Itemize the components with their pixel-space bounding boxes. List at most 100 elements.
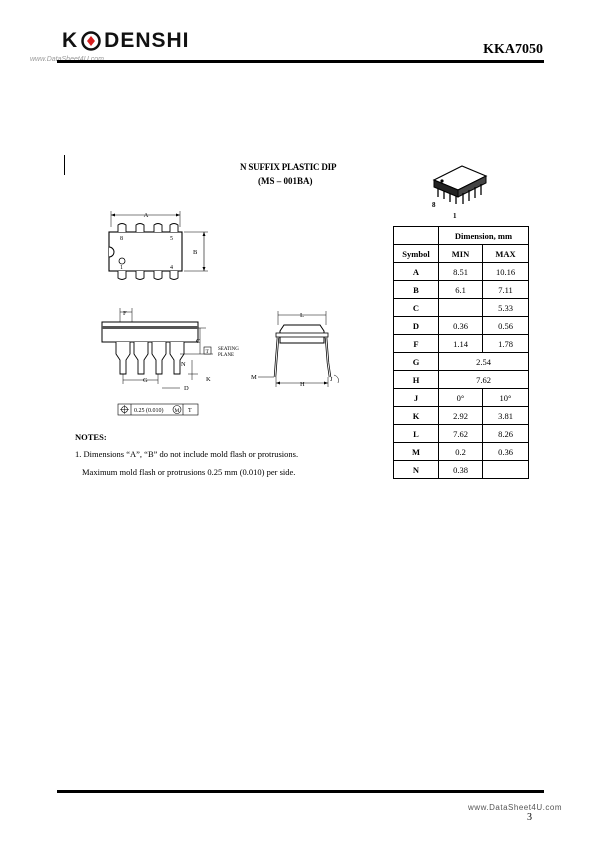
pin-8-label: 8 <box>432 201 436 209</box>
cell-symbol: M <box>393 442 439 461</box>
pin-4-number: 4 <box>170 265 173 271</box>
dim-f-label: F <box>123 310 127 317</box>
cell-max: 7.11 <box>482 280 529 299</box>
part-number: KKA7050 <box>483 42 543 57</box>
dim-d-label: D <box>184 385 189 392</box>
dim-l-label: L <box>300 312 304 319</box>
cell-symbol: J <box>393 388 439 407</box>
pin-8-number: 8 <box>120 236 123 242</box>
table-row: C 5.33 <box>393 298 529 317</box>
cell-min: 8.51 <box>438 262 483 281</box>
dim-k-label: K <box>206 376 211 383</box>
cell-max: 10° <box>482 388 529 407</box>
tolerance-value: 0.25 (0.010) <box>134 407 164 414</box>
logo-mark-icon <box>81 31 101 51</box>
cell-min: 2.92 <box>438 406 483 425</box>
cell-max: 5.33 <box>482 298 529 317</box>
table-header-row: Dimension, mm <box>393 226 529 245</box>
header-dimension: Dimension, mm <box>438 226 529 245</box>
seating-plane-label-1: SEATING <box>218 347 239 352</box>
company-logo: K DENSHI <box>62 29 190 52</box>
watermark-bottom[interactable]: www.DataSheet4U.com <box>468 803 562 812</box>
cell-max: 8.26 <box>482 424 529 443</box>
cell-min <box>438 298 483 317</box>
cell-symbol: K <box>393 406 439 425</box>
header-blank <box>393 226 439 245</box>
cell-symbol: A <box>393 262 439 281</box>
header-symbol: Symbol <box>393 244 439 263</box>
cell-max: 10.16 <box>482 262 529 281</box>
dim-j-label: J <box>330 376 333 383</box>
header-max: MAX <box>482 244 529 263</box>
watermark-top[interactable]: www.DataSheet4U.com <box>30 56 104 63</box>
dim-b-label: B <box>193 249 198 256</box>
cell-max <box>482 460 529 479</box>
cell-min: 0° <box>438 388 483 407</box>
page-number: 3 <box>527 812 532 823</box>
top-view-drawing: A 8 5 1 4 B <box>108 211 208 280</box>
chip-pins <box>437 184 482 204</box>
logo-letter-k: K <box>62 29 79 52</box>
package-title: N SUFFIX PLASTIC DIP <box>240 162 337 172</box>
pin-5-number: 5 <box>170 236 173 242</box>
header-rule <box>57 60 544 63</box>
dim-n-label: N <box>181 361 186 368</box>
tolerance-t-label: T <box>188 408 192 414</box>
side-view-drawing: F T SEATING PLANE C N K G D 0.25 (0.010)… <box>101 308 239 416</box>
cell-max: 1.78 <box>482 334 529 353</box>
cell-span: 2.54 <box>438 352 529 371</box>
seating-plane-label-2: PLANE <box>218 353 234 358</box>
cell-symbol: F <box>393 334 439 353</box>
table-subheader-row: Symbol MIN MAX <box>393 244 529 263</box>
seating-t-label: T <box>206 349 210 355</box>
end-view-drawing: L H M J <box>251 311 339 388</box>
dim-h-label: H <box>300 381 305 388</box>
chip-body <box>432 165 488 198</box>
note-line-1: 1. Dimensions “A”, “B” do not include mo… <box>75 449 299 459</box>
dip-package-3d-drawing: 8 1 <box>432 165 488 220</box>
cell-min: 0.38 <box>438 460 483 479</box>
cell-symbol: L <box>393 424 439 443</box>
dim-g-label: G <box>143 377 148 384</box>
cell-min: 1.14 <box>438 334 483 353</box>
cell-symbol: D <box>393 316 439 335</box>
cell-symbol: H <box>393 370 439 389</box>
cell-symbol: N <box>393 460 439 479</box>
dim-m-label: M <box>251 374 257 381</box>
dim-a-label: A <box>144 212 149 219</box>
package-subtitle: (MS – 001BA) <box>258 176 313 186</box>
cell-min: 0.36 <box>438 316 483 335</box>
cell-max: 3.81 <box>482 406 529 425</box>
cell-max: 0.36 <box>482 442 529 461</box>
pin-1-label: 1 <box>453 212 457 220</box>
cell-min: 7.62 <box>438 424 483 443</box>
dim-c-label: C <box>196 338 200 345</box>
header-min: MIN <box>438 244 483 263</box>
logo-text: DENSHI <box>104 29 190 52</box>
cell-symbol: B <box>393 280 439 299</box>
cell-symbol: G <box>393 352 439 371</box>
change-bar <box>64 155 65 175</box>
cell-max: 0.56 <box>482 316 529 335</box>
notes-heading: NOTES: <box>75 432 107 442</box>
footer-rule <box>57 790 544 793</box>
cell-min: 0.2 <box>438 442 483 461</box>
tolerance-m-label: M <box>175 408 180 414</box>
cell-span: 7.62 <box>438 370 529 389</box>
note-line-2: Maximum mold flash or protrusions 0.25 m… <box>82 467 296 477</box>
pin-1-number: 1 <box>120 265 123 271</box>
cell-symbol: C <box>393 298 439 317</box>
cell-min: 6.1 <box>438 280 483 299</box>
